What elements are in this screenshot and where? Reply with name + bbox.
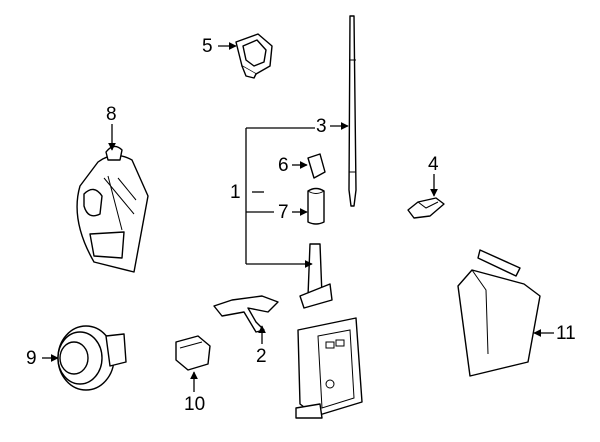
part-8-horn — [76, 145, 149, 273]
callout-4: 4 — [428, 154, 439, 175]
callout-1-leaders — [245, 127, 315, 268]
part-5-bracket — [235, 33, 273, 79]
callout-8: 8 — [106, 104, 117, 125]
callout-7: 7 — [278, 202, 289, 223]
part-7-sleeve — [307, 187, 325, 225]
callout-3: 3 — [316, 116, 327, 137]
part-1-antenna-motor — [295, 243, 363, 419]
part-11-cover — [457, 249, 541, 377]
callout-5: 5 — [202, 36, 213, 57]
callout-10: 10 — [184, 394, 205, 415]
part-10-connector — [175, 335, 211, 371]
callout-6: 6 — [278, 155, 289, 176]
part-9-round-horn — [57, 325, 127, 391]
callout-11: 11 — [556, 323, 576, 344]
part-3-antenna-mast — [348, 15, 357, 207]
part-6-cap — [307, 153, 326, 179]
callout-2: 2 — [256, 346, 267, 367]
callout-1: 1 — [230, 182, 241, 203]
part-2-bracket — [213, 295, 279, 333]
part-4-clip — [407, 197, 445, 219]
callout-9: 9 — [26, 348, 37, 369]
